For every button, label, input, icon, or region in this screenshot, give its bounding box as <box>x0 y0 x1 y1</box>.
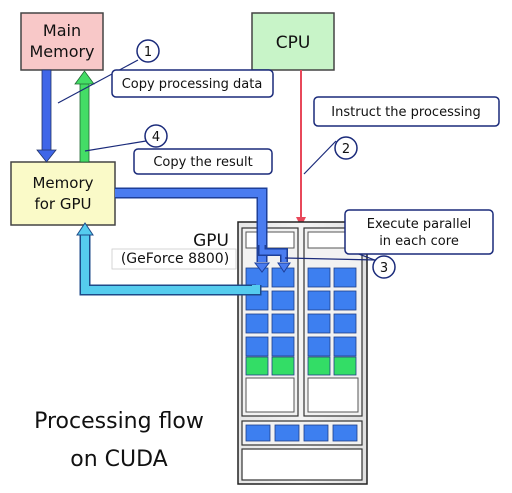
processor-core <box>333 336 357 357</box>
gpu-memory-label-line2: for GPU <box>34 195 91 213</box>
step-2-number: 2 <box>342 142 350 157</box>
processor-core <box>245 313 269 334</box>
step-4-number: 4 <box>152 130 160 145</box>
texture-unit <box>332 424 358 442</box>
processor-core <box>271 313 295 334</box>
copy-data-arrow <box>36 69 57 163</box>
processor-core <box>333 290 357 311</box>
texture-unit <box>303 424 329 442</box>
cpu-label: CPU <box>276 33 311 53</box>
step-3-marker <box>372 255 396 279</box>
processor-core <box>333 313 357 334</box>
special-function-unit <box>271 356 295 376</box>
special-function-unit <box>333 356 357 376</box>
processor-core <box>307 336 331 357</box>
processor-core <box>245 267 269 288</box>
cpu-box: CPU <box>251 12 335 71</box>
processor-core <box>245 336 269 357</box>
gpu-memory-label-line1: Memory <box>32 174 93 192</box>
step-3-callout: Execute parallel in each core 3 <box>284 209 494 279</box>
gpu-chip <box>237 221 368 485</box>
step-1-text: Copy processing data <box>122 77 263 92</box>
data-to-cores-arrow <box>115 187 291 273</box>
processor-core <box>307 267 331 288</box>
step-2-marker <box>334 136 358 160</box>
gpu-label: GPU <box>193 231 229 251</box>
texture-unit <box>274 424 300 442</box>
caption-line2: on CUDA <box>70 447 167 472</box>
step-4-marker <box>144 124 168 148</box>
processor-core <box>333 267 357 288</box>
copy-result-arrow <box>74 70 95 163</box>
processor-core <box>307 290 331 311</box>
step-4-callout: 4 Copy the result <box>84 124 273 175</box>
step-3-text-line1: Execute parallel <box>367 217 471 232</box>
processor-core <box>307 313 331 334</box>
special-function-unit <box>307 356 331 376</box>
step-3-text-line2: in each core <box>379 234 459 249</box>
main-memory-label-line1: Main <box>43 21 81 40</box>
processor-core <box>271 336 295 357</box>
gpu-model-label: (GeForce 8800) <box>121 251 229 267</box>
texture-unit <box>245 424 271 442</box>
step-2-text: Instruct the processing <box>331 105 480 120</box>
step-1-number: 1 <box>144 45 152 60</box>
instruct-arrow <box>296 70 306 227</box>
step-1-marker <box>136 39 160 63</box>
core-grid <box>245 267 358 442</box>
step-4-text: Copy the result <box>153 155 252 170</box>
main-memory-label-line2: Memory <box>29 42 94 61</box>
step-1-callout: 1 Copy processing data <box>57 39 274 104</box>
gpu-memory-box: Memory for GPU <box>10 161 116 226</box>
special-function-unit <box>245 356 269 376</box>
step-3-number: 3 <box>380 261 388 276</box>
main-memory-box: Main Memory <box>20 12 104 71</box>
caption-line1: Processing flow <box>34 409 204 434</box>
step-2-callout: 2 Instruct the processing <box>303 96 500 175</box>
result-return-arrow <box>76 222 262 296</box>
processor-core <box>271 290 295 311</box>
